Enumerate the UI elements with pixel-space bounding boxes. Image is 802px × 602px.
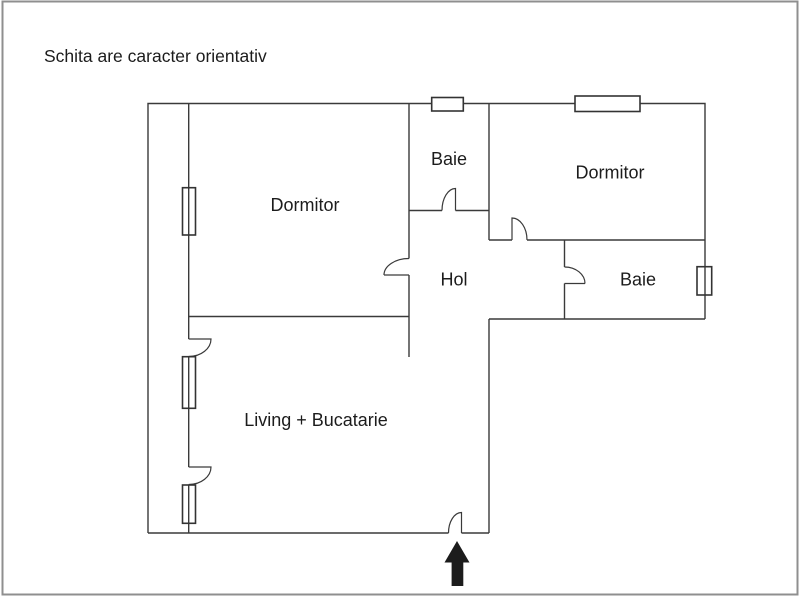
door-symbol-balcony-upper <box>188 338 212 358</box>
doors <box>188 187 586 534</box>
room-label-baie-top: Baie <box>431 149 467 169</box>
window-symbol-dormitor-right <box>574 95 641 113</box>
disclaimer-text: Schita are caracter orientativ <box>44 46 267 66</box>
room-label-dormitor-right: Dormitor <box>575 163 644 183</box>
door-symbol-entrance <box>447 511 463 534</box>
windows <box>181 95 713 525</box>
door-symbol-baie-right <box>564 266 586 285</box>
door-symbol-dormitor-right <box>511 217 528 241</box>
window-symbol-baie-right <box>696 265 713 296</box>
room-label-hol: Hol <box>440 270 467 290</box>
window-symbol-baie-top <box>430 96 465 112</box>
door-symbol-dormitor-left <box>383 257 410 276</box>
window-symbol-living-upper <box>181 355 197 410</box>
room-label-baie-right: Baie <box>620 270 656 290</box>
room-label-dormitor-left: Dormitor <box>270 195 339 215</box>
door-symbol-baie-top <box>441 187 457 211</box>
walls <box>147 102 706 534</box>
window-symbol-living-lower <box>181 484 197 525</box>
outer-wall <box>147 102 706 533</box>
room-label-living: Living + Bucatarie <box>244 410 388 430</box>
door-symbol-balcony-lower <box>188 466 212 486</box>
window-symbol-dormitor-left <box>181 186 197 236</box>
entrance-arrow-icon <box>444 541 470 586</box>
